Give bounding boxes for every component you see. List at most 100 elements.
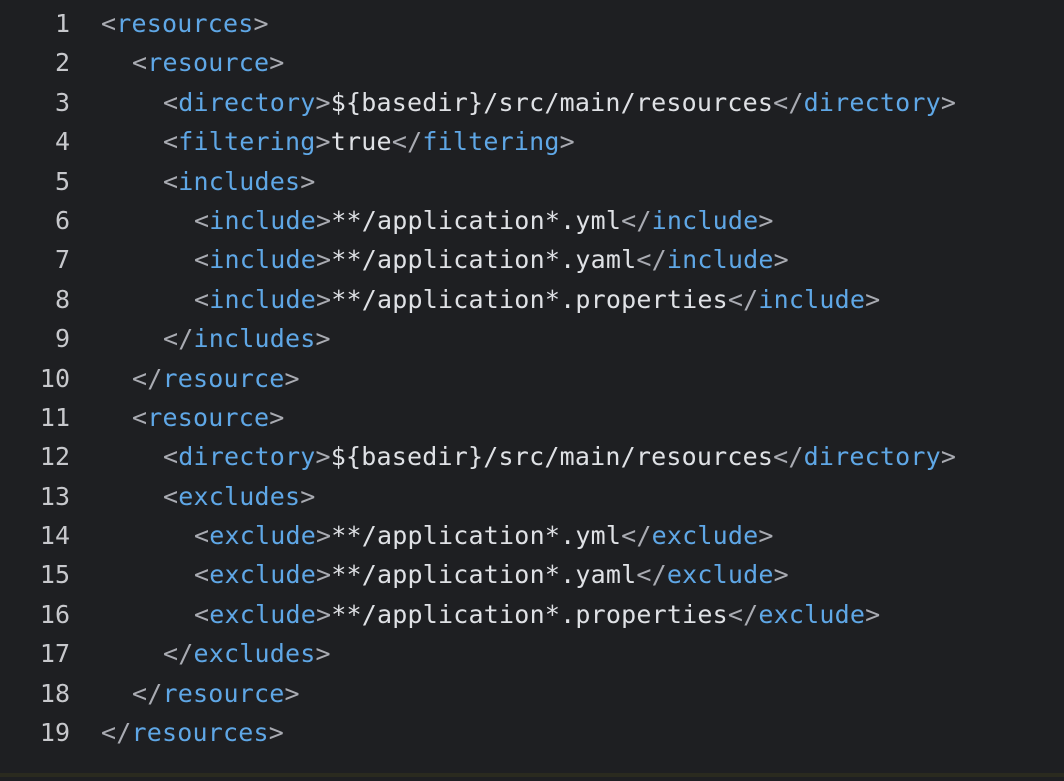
tag-name: resource: [147, 48, 270, 78]
end-tag-name: directory: [803, 442, 941, 472]
tag-name: include: [209, 205, 317, 235]
end-tag-close-bracket: >: [865, 599, 881, 629]
tag-open-bracket: <: [194, 284, 210, 314]
code-line[interactable]: 9 </includes>: [0, 319, 1064, 358]
tag-close-bracket: >: [315, 639, 331, 669]
tag-close-bracket: >: [316, 599, 332, 629]
code-content: </resource>: [70, 359, 300, 398]
tag-open-bracket: <: [132, 402, 148, 432]
end-tag-close-bracket: >: [940, 442, 957, 472]
tag-name: resource: [162, 678, 285, 708]
end-tag-close-bracket: >: [773, 560, 789, 590]
tag-close-bracket: >: [316, 245, 332, 275]
code-line[interactable]: 8<include>**/application*.properties</in…: [0, 280, 1064, 319]
end-tag-name: exclude: [758, 599, 866, 629]
code-content: <includes>: [70, 162, 316, 201]
tag-open-bracket: <: [194, 560, 210, 590]
tag-close-bracket: >: [269, 48, 285, 78]
tag-name: resources: [131, 718, 269, 748]
tag-open-bracket: <: [163, 166, 179, 196]
tag-name: resource: [162, 363, 285, 393]
tag-close-bracket: >: [253, 9, 269, 38]
code-line[interactable]: 16<exclude>**/application*.properties</e…: [0, 595, 1064, 634]
code-content: <exclude>**/application*.yaml</exclude>: [70, 555, 789, 594]
line-number: 13: [39, 481, 70, 511]
tag-open-bracket: <: [132, 48, 148, 78]
line-number: 12: [39, 442, 70, 472]
code-line[interactable]: 3<directory>${basedir}/src/main/resource…: [0, 83, 1064, 122]
code-line[interactable]: 13<excludes>: [0, 477, 1064, 516]
code-line[interactable]: 19</resources>: [0, 713, 1064, 752]
tag-name: includes: [193, 324, 316, 354]
code-content: <exclude>**/application*.properties</exc…: [70, 595, 880, 634]
end-tag-open-bracket: </: [636, 560, 667, 590]
tag-name: directory: [178, 87, 316, 117]
end-tag-close-bracket: >: [773, 245, 789, 275]
tag-open-bracket: <: [163, 481, 179, 511]
code-content: </excludes>: [70, 634, 331, 673]
code-line[interactable]: 12<directory>${basedir}/src/main/resourc…: [0, 437, 1064, 476]
end-tag-close-bracket: >: [559, 127, 575, 157]
end-tag-open-bracket: </: [727, 284, 759, 314]
code-line[interactable]: 5<includes>: [0, 162, 1064, 201]
code-line[interactable]: 6<include>**/application*.yml</include>: [0, 201, 1064, 240]
element-text: **/application*.properties: [331, 599, 728, 629]
code-line[interactable]: 2<resource>: [0, 43, 1064, 82]
code-line[interactable]: 17</excludes>: [0, 634, 1064, 673]
code-line[interactable]: 14<exclude>**/application*.yml</exclude>: [0, 516, 1064, 555]
tag-name: resources: [116, 9, 254, 38]
tag-open-bracket: </: [132, 678, 163, 708]
code-content: <directory>${basedir}/src/main/resources…: [70, 83, 956, 122]
end-tag-close-bracket: >: [758, 205, 774, 235]
tag-close-bracket: >: [269, 402, 285, 432]
tag-close-bracket: >: [316, 284, 332, 314]
tag-open-bracket: </: [163, 324, 194, 354]
end-tag-open-bracket: </: [773, 442, 804, 472]
code-line[interactable]: 11<resource>: [0, 398, 1064, 437]
tag-open-bracket: </: [132, 363, 163, 393]
code-line[interactable]: 1<resources>: [0, 4, 1064, 43]
line-number: 9: [54, 324, 70, 354]
code-lines: 1<resources>2<resource>3<directory>${bas…: [0, 4, 1064, 752]
tag-open-bracket: </: [163, 639, 194, 669]
code-content: <include>**/application*.properties</inc…: [70, 280, 880, 319]
line-number: 19: [39, 718, 70, 748]
tag-close-bracket: >: [300, 481, 316, 511]
end-tag-close-bracket: >: [865, 284, 881, 314]
code-line[interactable]: 7<include>**/application*.yaml</include>: [0, 240, 1064, 279]
tag-close-bracket: >: [300, 166, 316, 196]
bottom-divider: [0, 773, 1064, 777]
line-number: 4: [54, 127, 70, 157]
code-line[interactable]: 4<filtering>true</filtering>: [0, 122, 1064, 161]
tag-name: excludes: [178, 481, 301, 511]
tag-close-bracket: >: [315, 324, 331, 354]
tag-open-bracket: <: [163, 127, 179, 157]
element-text: **/application*.yaml: [331, 560, 637, 590]
code-line[interactable]: 10</resource>: [0, 359, 1064, 398]
tag-open-bracket: <: [194, 599, 210, 629]
code-line[interactable]: 15<exclude>**/application*.yaml</exclude…: [0, 555, 1064, 594]
tag-close-bracket: >: [284, 678, 300, 708]
tag-close-bracket: >: [316, 521, 332, 551]
end-tag-open-bracket: </: [621, 521, 652, 551]
code-content: </resource>: [70, 674, 300, 713]
tag-name: exclude: [209, 599, 317, 629]
code-line[interactable]: 18</resource>: [0, 674, 1064, 713]
line-number: 15: [39, 560, 70, 590]
line-number: 6: [54, 205, 70, 235]
code-content: <excludes>: [70, 477, 316, 516]
line-number: 18: [39, 678, 70, 708]
element-text: ${basedir}/src/main/resources: [330, 87, 774, 117]
end-tag-close-bracket: >: [940, 87, 957, 117]
end-tag-open-bracket: </: [636, 245, 667, 275]
line-number: 5: [54, 166, 70, 196]
code-content: <resource>: [70, 398, 285, 437]
code-content: <resources>: [70, 4, 269, 43]
line-number: 14: [39, 521, 70, 551]
tag-name: includes: [178, 166, 301, 196]
tag-open-bracket: <: [194, 521, 210, 551]
line-number: 11: [39, 402, 70, 432]
tag-name: include: [209, 245, 317, 275]
tag-close-bracket: >: [316, 560, 332, 590]
